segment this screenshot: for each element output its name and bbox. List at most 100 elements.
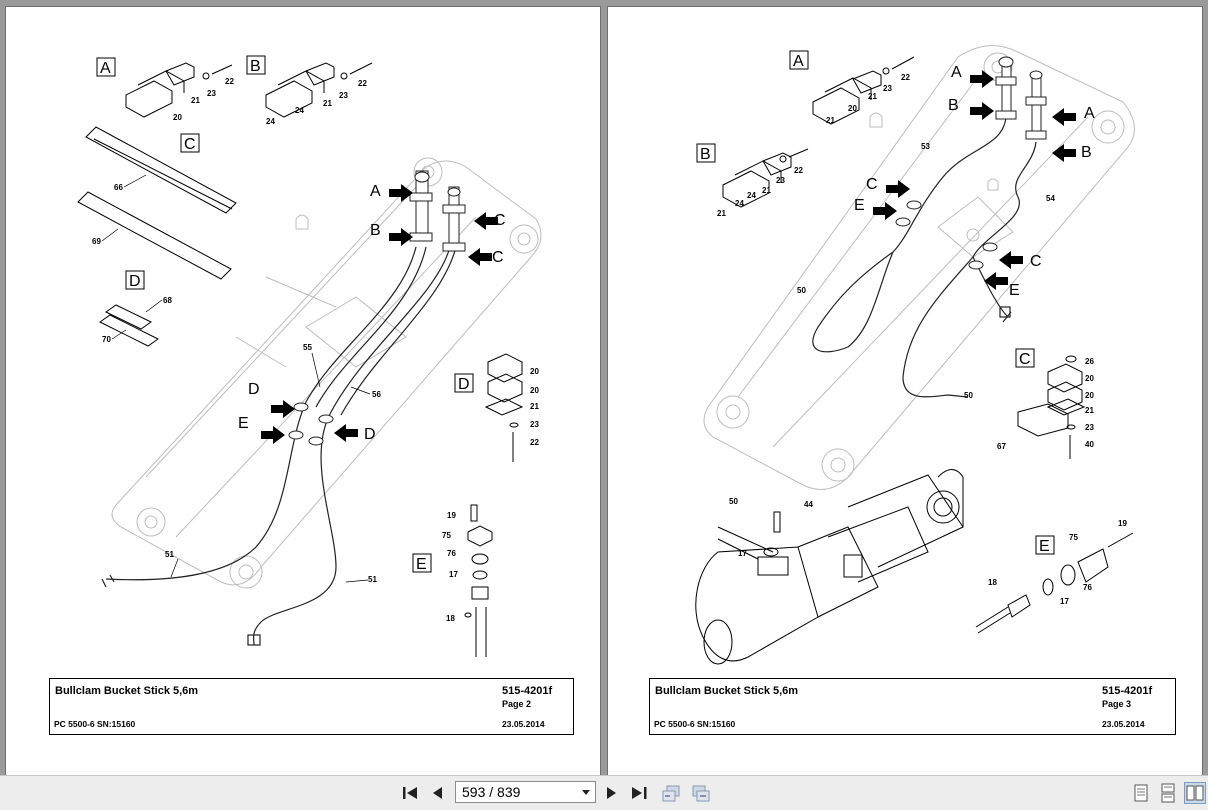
svg-text:17: 17	[738, 549, 747, 558]
svg-text:69: 69	[92, 237, 101, 246]
svg-text:40: 40	[1085, 440, 1094, 449]
arrow-letters-left: A B C C D E D	[238, 183, 506, 443]
detail-label-d: D	[129, 273, 141, 290]
svg-text:76: 76	[1083, 583, 1092, 592]
svg-text:E: E	[1009, 282, 1020, 299]
document-page-left: A B C D D E A B C C D E D 20 21 22 23 22…	[5, 6, 601, 776]
machine-model: PC 5500-6 SN:15160	[54, 719, 136, 729]
svg-text:24: 24	[295, 106, 304, 115]
svg-text:20: 20	[848, 104, 857, 113]
drawing-title: Bullclam Bucket Stick 5,6m	[655, 685, 799, 697]
svg-text:18: 18	[446, 614, 455, 623]
title-block-right: Bullclam Bucket Stick 5,6m PC 5500-6 SN:…	[649, 678, 1176, 735]
page-dropdown-button[interactable]	[579, 782, 593, 802]
svg-text:E: E	[854, 197, 865, 214]
hose-lines	[101, 246, 457, 646]
svg-text:20: 20	[173, 113, 182, 122]
svg-text:D: D	[364, 426, 376, 443]
svg-text:19: 19	[447, 511, 456, 520]
detail-label-a: A	[793, 53, 804, 70]
clamp-blocks	[895, 56, 1047, 270]
svg-text:C: C	[1030, 253, 1042, 270]
two-page-view-button[interactable]	[1184, 782, 1206, 804]
previous-page-button[interactable]	[428, 783, 446, 803]
parts-drawing-right: A B C E A B A B C E C E 22 23 21 20 21 2…	[695, 45, 1135, 665]
previous-view-button[interactable]	[660, 783, 682, 803]
svg-text:19: 19	[1118, 519, 1127, 528]
svg-text:76: 76	[447, 549, 456, 558]
svg-text:50: 50	[797, 286, 806, 295]
part-numbers-right: 22 23 21 20 21 22 23 21 24 24 21 53 54 5…	[717, 73, 1127, 606]
next-view-icon	[692, 785, 710, 802]
continuous-view-icon	[1161, 783, 1175, 803]
machine-model: PC 5500-6 SN:15160	[654, 719, 736, 729]
svg-text:C: C	[492, 249, 504, 266]
document-number: 515-4201f	[1102, 685, 1153, 697]
single-page-view-button[interactable]	[1130, 782, 1152, 804]
svg-text:55: 55	[303, 343, 312, 352]
detail-label-b: B	[700, 146, 711, 163]
svg-text:A: A	[370, 183, 381, 200]
last-page-button[interactable]	[629, 783, 651, 803]
svg-text:24: 24	[747, 191, 756, 200]
detail-label-c: C	[184, 136, 196, 153]
detail-label-d2: D	[458, 376, 470, 393]
svg-text:22: 22	[530, 438, 539, 447]
svg-text:22: 22	[901, 73, 910, 82]
svg-text:56: 56	[372, 390, 381, 399]
page-separator: /	[489, 784, 494, 800]
svg-text:20: 20	[1085, 391, 1094, 400]
next-page-icon	[607, 787, 616, 799]
svg-text:23: 23	[1085, 423, 1094, 432]
two-page-view-icon	[1186, 785, 1204, 801]
svg-text:68: 68	[163, 296, 172, 305]
svg-text:B: B	[370, 222, 381, 239]
svg-text:22: 22	[358, 79, 367, 88]
detail-label-a: A	[100, 60, 111, 77]
svg-text:26: 26	[1085, 357, 1094, 366]
svg-text:75: 75	[442, 531, 451, 540]
svg-text:A: A	[951, 64, 962, 81]
svg-text:21: 21	[717, 209, 726, 218]
svg-text:21: 21	[1085, 406, 1094, 415]
arrow-letters-right: A B A B C E C E	[854, 64, 1095, 299]
svg-text:70: 70	[102, 335, 111, 344]
svg-text:23: 23	[883, 84, 892, 93]
single-page-view-icon	[1134, 784, 1148, 802]
detail-a-parts	[96, 55, 373, 118]
svg-text:E: E	[238, 415, 249, 432]
svg-text:21: 21	[762, 186, 771, 195]
clamp-blocks	[288, 170, 466, 446]
svg-text:21: 21	[530, 402, 539, 411]
page-number-field[interactable]: 593 / 839	[455, 781, 596, 803]
page-label: Page 2	[502, 699, 532, 709]
first-page-button[interactable]	[400, 783, 420, 803]
svg-text:53: 53	[921, 142, 930, 151]
svg-text:20: 20	[530, 386, 539, 395]
part-numbers-left: 20 21 22 23 22 21 23 24 24 66 69 68 70 5…	[92, 77, 539, 623]
first-page-icon	[403, 787, 417, 799]
svg-text:50: 50	[964, 391, 973, 400]
svg-text:24: 24	[735, 199, 744, 208]
detail-e-left-parts	[412, 504, 493, 657]
svg-text:B: B	[948, 97, 959, 114]
next-page-button[interactable]	[603, 783, 621, 803]
document-date: 23.05.2014	[1102, 719, 1145, 729]
previous-view-icon	[662, 785, 680, 802]
svg-text:18: 18	[988, 578, 997, 587]
arrows	[261, 184, 498, 444]
svg-text:22: 22	[794, 166, 803, 175]
detail-label-e: E	[416, 556, 427, 573]
svg-text:21: 21	[323, 99, 332, 108]
cylinder-detail	[695, 469, 964, 665]
detail-letters-left: A B C D D E	[100, 58, 470, 573]
detail-c-right-parts	[1015, 348, 1086, 459]
page-label: Page 3	[1102, 699, 1132, 709]
svg-text:24: 24	[266, 117, 275, 126]
svg-text:67: 67	[997, 442, 1006, 451]
svg-text:50: 50	[729, 497, 738, 506]
svg-text:C: C	[866, 176, 878, 193]
document-number: 515-4201f	[502, 685, 553, 697]
next-view-button[interactable]	[690, 783, 712, 803]
continuous-view-button[interactable]	[1157, 782, 1179, 804]
